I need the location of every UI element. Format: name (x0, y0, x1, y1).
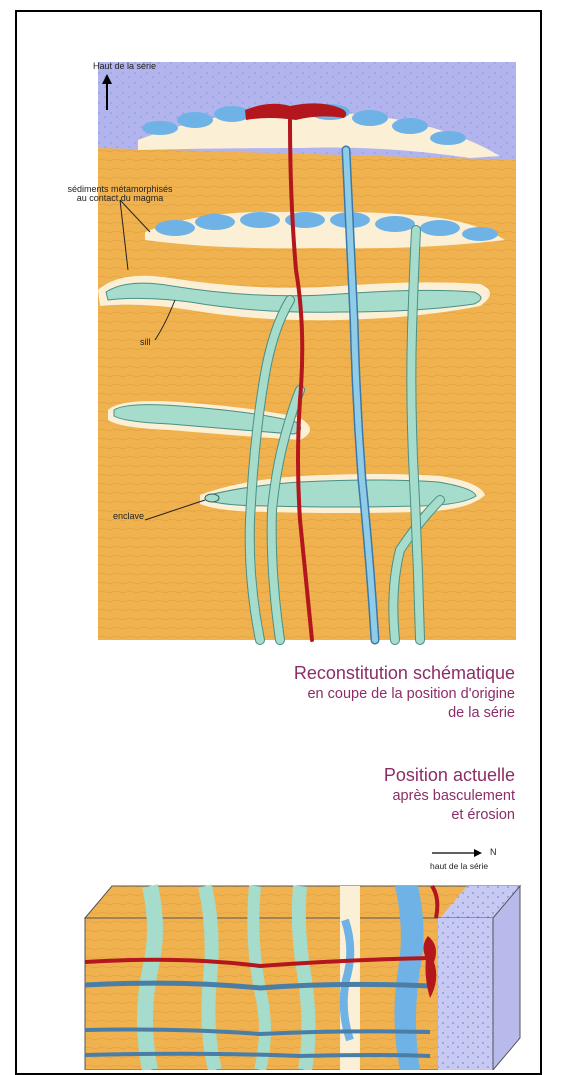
caption-current-position: Position actuelle après basculement et é… (384, 764, 515, 824)
block-front-sky (438, 918, 493, 1070)
caption-original-line1: Reconstitution schématique (294, 662, 515, 685)
block-side-face (493, 886, 520, 1070)
sill-label: sill (140, 338, 151, 347)
top-of-series-label: Haut de la série (93, 62, 156, 71)
north-label: N (490, 848, 497, 857)
caption-original-line2: en coupe de la position d'origine (294, 685, 515, 704)
cross-section-diagram (0, 0, 563, 650)
enclave-marker (205, 494, 219, 502)
caption-current-line1: Position actuelle (384, 764, 515, 787)
metamorphic-label-line2: au contact du magma (77, 193, 164, 203)
caption-current-line3: et érosion (384, 806, 515, 825)
block-diagram (0, 870, 563, 1070)
metamorphic-sediments-label: sédiments métamorphisés au contact du ma… (30, 185, 210, 204)
caption-current-line2: après basculement (384, 787, 515, 806)
north-arrow-icon (430, 846, 490, 860)
caption-original-position: Reconstitution schématique en coupe de l… (294, 662, 515, 722)
caption-original-line3: de la série (294, 704, 515, 723)
enclave-label: enclave (113, 512, 144, 521)
